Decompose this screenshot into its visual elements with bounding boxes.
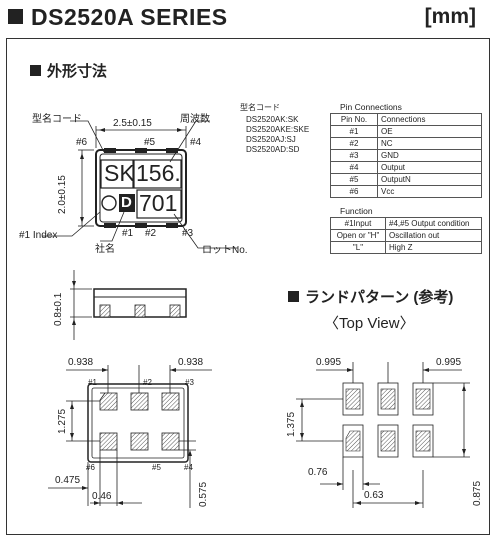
table-cell: #6 bbox=[330, 185, 378, 198]
table-cell: Oscillation out bbox=[385, 229, 482, 242]
side-view-dimension-lines bbox=[70, 270, 92, 340]
model-code-list-heading: 型名コード bbox=[240, 103, 280, 112]
table-cell: #4 bbox=[330, 161, 378, 174]
table-cell: OE bbox=[377, 125, 482, 138]
land-pitch-right: 0.995 bbox=[436, 357, 462, 368]
column-header: Connections bbox=[377, 113, 482, 126]
model-code-item: DS2520AKE:SKE bbox=[246, 125, 310, 134]
frequency-label: 周波数 bbox=[180, 114, 210, 125]
table-cell: #1 bbox=[330, 125, 378, 138]
height-dimension: 2.0±0.15 bbox=[57, 175, 68, 214]
pin-label-4: #4 bbox=[190, 137, 202, 148]
pin-label-6: #6 bbox=[76, 137, 88, 148]
top-view-subheading: 〈Top View〉 bbox=[324, 315, 415, 332]
model-code-list: DS2520AK:SK DS2520AKE:SKE DS2520AJ:SJ DS… bbox=[246, 115, 309, 155]
pin-label-1: #1 bbox=[122, 228, 134, 239]
bottom-vertical-dim: 1.275 bbox=[57, 408, 68, 434]
table-cell: OutputN bbox=[377, 173, 482, 186]
bottom-pin-3: #3 bbox=[185, 378, 194, 387]
model-code-label: 型名コード bbox=[32, 114, 82, 125]
table-cell: #3 bbox=[330, 149, 378, 162]
function-table: #1Input#4,#5 Output condition Open or "H… bbox=[330, 217, 482, 254]
model-code-item: DS2520AD:SD bbox=[246, 145, 300, 154]
series-title: DS2520A SERIES bbox=[31, 4, 228, 30]
maker-label: 社名 bbox=[95, 244, 115, 255]
lot-label: ロットNo. bbox=[202, 245, 248, 256]
table-cell: #4,#5 Output condition bbox=[385, 217, 482, 230]
table-cell: GND bbox=[377, 149, 482, 162]
logo-mark: D bbox=[121, 194, 132, 211]
bottom-pin-2: #2 bbox=[143, 378, 152, 387]
drawing-frame bbox=[6, 38, 490, 535]
table-cell: High Z bbox=[385, 241, 482, 254]
bottom-pin-5: #5 bbox=[152, 463, 161, 472]
table-cell: Output bbox=[377, 161, 482, 174]
thickness-dimension: 0.8±0.1 bbox=[53, 292, 64, 326]
land-pad-height-dim: 0.875 bbox=[472, 480, 483, 506]
function-table-title: Function bbox=[340, 206, 373, 216]
bottom-pad-height-dim: 0.575 bbox=[198, 481, 209, 507]
land-pad-width-dim: 0.76 bbox=[308, 467, 328, 478]
width-dimension: 2.5±0.15 bbox=[113, 118, 152, 129]
pin-label-5: #5 bbox=[144, 137, 156, 148]
land-span-dim: 0.63 bbox=[364, 490, 384, 501]
bottom-pad-width-dim: 0.46 bbox=[92, 491, 112, 502]
bottom-view-dimension-lines bbox=[48, 365, 212, 508]
model-code-item: DS2520AK:SK bbox=[246, 115, 299, 124]
outline-heading: 外形寸法 bbox=[30, 60, 107, 81]
bottom-edge-dim: 0.475 bbox=[55, 475, 81, 486]
table-cell: #2 bbox=[330, 137, 378, 150]
table-row: Open or "H"Oscillation out bbox=[330, 229, 482, 242]
model-code-item: DS2520AJ:SJ bbox=[246, 135, 296, 144]
bottom-pin-6: #6 bbox=[86, 463, 95, 472]
bottom-pitch-left: 0.938 bbox=[68, 357, 94, 368]
land-pattern-heading: ランドパターン (参考) bbox=[288, 286, 453, 307]
table-row: "L"High Z bbox=[330, 241, 482, 254]
heading-square-icon bbox=[30, 65, 41, 76]
outline-heading-text: 外形寸法 bbox=[47, 63, 108, 80]
table-cell: NC bbox=[377, 137, 482, 150]
pin-label-3: #3 bbox=[182, 228, 194, 239]
table-row: #1Input#4,#5 Output condition bbox=[330, 217, 482, 230]
bottom-pin-4: #4 bbox=[184, 463, 193, 472]
bottom-pitch-right: 0.938 bbox=[178, 357, 204, 368]
page-title: DS2520A SERIES bbox=[8, 4, 228, 31]
package-side-view bbox=[93, 288, 187, 318]
pin-connections-title: Pin Connections bbox=[340, 102, 402, 112]
package-bottom-view bbox=[87, 383, 189, 463]
pin-label-2: #2 bbox=[145, 228, 157, 239]
index-label: #1 Index bbox=[19, 230, 58, 241]
marking-lot: 701 bbox=[139, 190, 178, 216]
table-cell: Vcc bbox=[377, 185, 482, 198]
package-top-view bbox=[95, 148, 187, 228]
unit-label: [mm] bbox=[424, 5, 476, 28]
bottom-pin-1: #1 bbox=[88, 378, 97, 387]
table-header-row: Pin No. Connections bbox=[330, 113, 482, 126]
land-vertical-dim: 1.375 bbox=[286, 411, 297, 437]
column-header: Pin No. bbox=[330, 113, 378, 126]
marking-code: SK bbox=[104, 160, 135, 186]
land-pitch-left: 0.995 bbox=[316, 357, 342, 368]
top-view-dimension-lines bbox=[42, 120, 238, 249]
table-cell: #1Input bbox=[330, 217, 386, 230]
table-cell: Open or "H" bbox=[330, 229, 386, 242]
land-pattern-heading-text: ランドパターン (参考) bbox=[305, 289, 454, 306]
heading-square-icon bbox=[8, 9, 23, 24]
table-cell: "L" bbox=[330, 241, 386, 254]
land-pattern-view bbox=[342, 382, 434, 458]
table-cell: #5 bbox=[330, 173, 378, 186]
marking-frequency: 156. bbox=[136, 160, 181, 186]
heading-square-icon bbox=[288, 291, 299, 302]
